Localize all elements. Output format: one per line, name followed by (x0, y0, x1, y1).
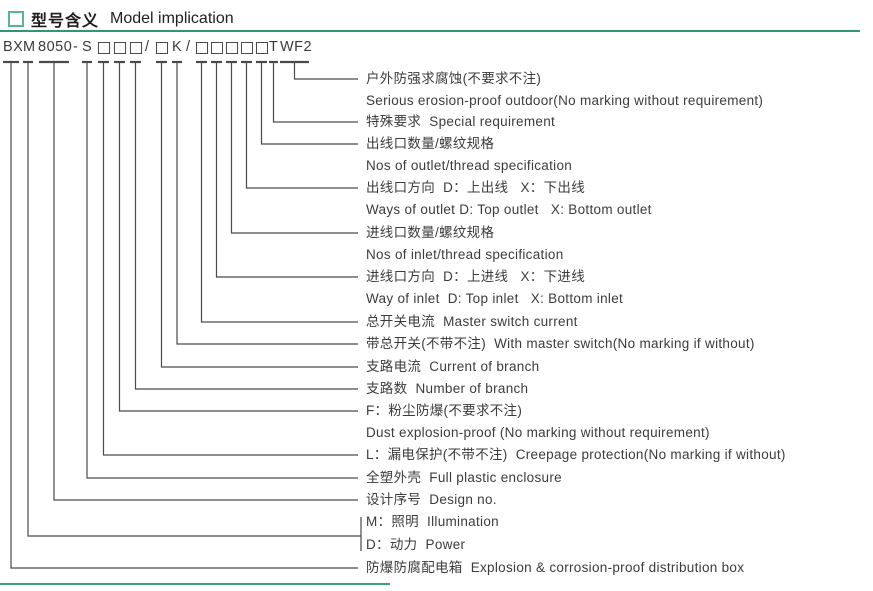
model-code-token: T (269, 39, 279, 55)
model-code-box (241, 42, 253, 54)
label-row: Ways of outlet D: Top outlet X: Bottom o… (366, 202, 652, 217)
model-code-token: S (82, 39, 93, 55)
label-row: 进线口数量/螺纹规格 (366, 225, 495, 240)
leader-line (86, 62, 358, 479)
model-code-box (156, 42, 168, 54)
model-code-box (98, 42, 110, 54)
model-code-box (196, 42, 208, 54)
label-row: Dust explosion-proof (No marking without… (366, 425, 710, 440)
label-row: 支路电流 Current of branch (366, 359, 540, 374)
model-code-token: / (145, 39, 150, 55)
label-row: 带总开关(不带不注) With master switch(No marking… (366, 336, 755, 351)
leader-line (160, 62, 358, 368)
header-rule (0, 30, 860, 32)
page-title-en: Model implication (110, 10, 234, 27)
model-code-box (211, 42, 223, 54)
label-row: M：照明 Illumination (366, 514, 499, 529)
leader-line (293, 62, 358, 80)
label-row: 进线口方向 D：上进线 X：下进线 (366, 269, 586, 284)
label-row: Nos of outlet/thread specification (366, 158, 573, 173)
leader-line (118, 62, 358, 412)
leader-line (27, 62, 361, 537)
model-code-token: 8050 (38, 39, 73, 55)
label-row: 设计序号 Design no. (366, 492, 497, 507)
leader-line (53, 62, 358, 501)
leader-line (102, 62, 358, 456)
label-row: 防爆防腐配电箱 Explosion & corrosion-proof dist… (366, 560, 745, 575)
leader-line (272, 62, 358, 123)
model-code-token: M (23, 39, 36, 55)
label-row: 全塑外壳 Full plastic enclosure (366, 470, 562, 485)
label-row: 支路数 Number of branch (366, 381, 529, 396)
leader-line (260, 62, 358, 145)
label-row: F：粉尘防爆(不要求不注) (366, 403, 523, 418)
label-row: L：漏电保护(不带不注) Creepage protection(No mark… (366, 447, 786, 462)
label-row: 特殊要求 Special requirement (366, 114, 556, 129)
leader-line (10, 62, 358, 569)
footer-rule (0, 583, 390, 585)
label-row: 出线口方向 D：上出线 X：下出线 (366, 180, 586, 195)
model-code-token: WF2 (280, 39, 313, 55)
section-header: 型号含义 Model implication (8, 7, 234, 31)
page-title-zh: 型号含义 (31, 13, 100, 30)
model-code-token: - (73, 39, 79, 55)
model-code-box (226, 42, 238, 54)
leader-line (245, 62, 358, 189)
label-row: 总开关电流 Master switch current (366, 314, 578, 329)
label-row: 户外防强求腐蚀(不要求不注) (366, 71, 542, 86)
leader-line (200, 62, 358, 323)
model-code-token: K (172, 39, 183, 55)
model-code-box (130, 42, 142, 54)
leader-line (134, 62, 358, 390)
model-code-box (256, 42, 268, 54)
section-bullet-icon (8, 11, 24, 27)
label-row: 出线口数量/螺纹规格 (366, 136, 495, 151)
label-row: D：动力 Power (366, 537, 466, 552)
leader-line (215, 62, 358, 278)
model-code-box (114, 42, 126, 54)
label-row: Way of inlet D: Top inlet X: Bottom inle… (366, 291, 624, 306)
model-code-token: BX (3, 39, 24, 55)
leader-line (176, 62, 358, 345)
label-row: Nos of inlet/thread specification (366, 247, 564, 262)
label-row: Serious erosion-proof outdoor(No marking… (366, 93, 764, 108)
leader-line (230, 62, 358, 234)
model-code-token: / (186, 39, 191, 55)
